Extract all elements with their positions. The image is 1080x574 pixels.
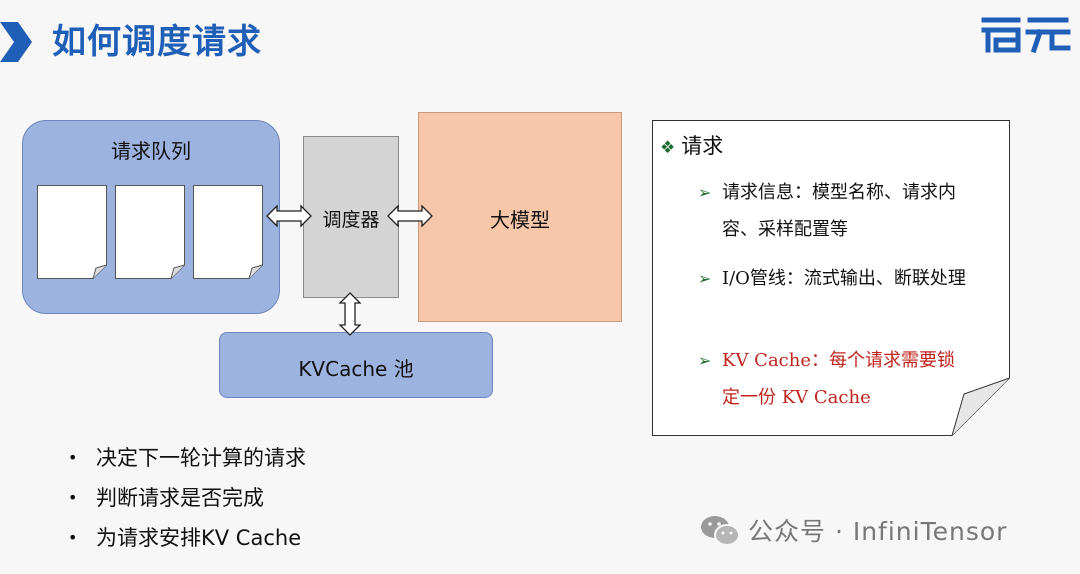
page-title: 如何调度请求 [52, 22, 262, 62]
request-queue-box: 请求队列 [22, 120, 280, 314]
wechat-watermark: 公众号 · InfiniTensor [700, 510, 1007, 550]
request-doc-icon [193, 185, 263, 279]
note-heading: ❖请求 [660, 130, 723, 160]
list-item: •判断请求是否完成 [68, 478, 306, 518]
wechat-icon [701, 516, 740, 546]
note-heading-text: 请求 [681, 134, 724, 158]
request-doc-icon [115, 185, 185, 279]
kv-pool-label: KVCache 池 [298, 357, 414, 381]
arrow-bullet-icon: ➢ [698, 269, 712, 288]
note-bullet-text: I/O管线：流式输出、断联处理 [722, 268, 966, 289]
key-points-list: •决定下一轮计算的请求 •判断请求是否完成 •为请求安排KV Cache [68, 438, 306, 558]
list-item: •决定下一轮计算的请求 [68, 438, 306, 478]
queue-label: 请求队列 [111, 139, 191, 163]
request-note-card [652, 120, 1010, 436]
list-item: •为请求安排KV Cache [68, 518, 306, 558]
arrow-bullet-icon: ➢ [698, 351, 712, 370]
request-doc-icon [37, 185, 107, 279]
note-bullet: ➢ I/O管线：流式输出、断联处理 [698, 260, 972, 297]
title-chevron-icon [0, 22, 32, 62]
footer-text: 公众号 · InfiniTensor [748, 517, 1008, 546]
model-label: 大模型 [490, 208, 550, 232]
bullet-dot-icon: • [68, 528, 78, 547]
scheduler-label: 调度器 [322, 209, 380, 231]
note-bullet: ➢ KV Cache：每个请求需要锁定一份 KV Cache [698, 342, 972, 416]
diamond-bullet-icon: ❖ [660, 138, 676, 158]
scheduler-box: 调度器 [303, 136, 399, 298]
scheduler-kvpool-double-arrow-icon [338, 292, 362, 336]
queue-scheduler-double-arrow-icon [266, 204, 312, 228]
scheduler-model-double-arrow-icon [387, 204, 433, 228]
large-model-box: 大模型 [418, 112, 622, 322]
bullet-dot-icon: • [68, 488, 78, 507]
arrow-bullet-icon: ➢ [698, 183, 712, 202]
note-bullet: ➢ 请求信息：模型名称、请求内容、采样配置等 [698, 174, 972, 248]
kv-cache-pool-box: KVCache 池 [219, 332, 493, 398]
note-bullet-text: KV Cache：每个请求需要锁定一份 KV Cache [722, 350, 955, 408]
brand-logo-icon [981, 17, 1071, 54]
bullet-dot-icon: • [68, 448, 78, 467]
note-bullet-text: 请求信息：模型名称、请求内容、采样配置等 [722, 182, 956, 240]
